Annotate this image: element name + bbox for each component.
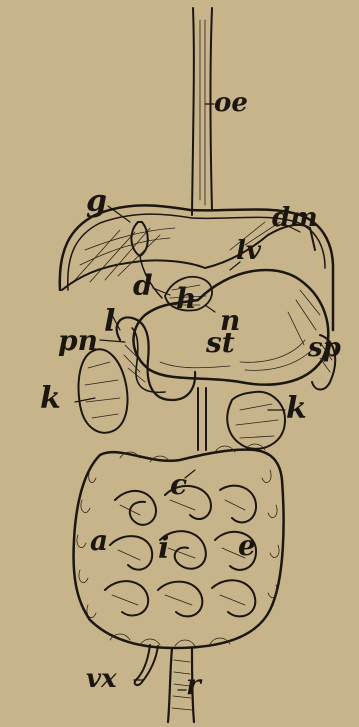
label-i: i	[158, 531, 169, 566]
label-dm: dm	[272, 203, 318, 233]
label-pn: pn	[58, 324, 98, 357]
label-k-left: k	[40, 381, 61, 416]
label-h: h	[176, 282, 196, 315]
labels: oe g dm lv d h n l pn st sp k k c a i e …	[40, 88, 341, 701]
label-g: g	[86, 184, 107, 219]
label-k-right: k	[286, 391, 307, 426]
central-vessel	[198, 388, 206, 450]
appendix	[135, 645, 158, 685]
label-st: st	[205, 326, 235, 359]
label-r: r	[186, 668, 203, 701]
label-l: l	[104, 304, 115, 339]
label-vx: vx	[86, 664, 117, 694]
label-oe: oe	[214, 88, 248, 118]
leader-lines	[75, 104, 300, 690]
label-lv: lv	[236, 236, 262, 266]
label-e: e	[238, 529, 256, 562]
duodenum-and-pancreas	[117, 317, 195, 400]
label-d: d	[133, 269, 153, 302]
small-intestine	[105, 486, 256, 617]
kidney-right	[227, 392, 285, 449]
oesophagus	[192, 8, 212, 215]
kidney-left	[79, 349, 128, 432]
label-a: a	[90, 524, 108, 557]
label-c: c	[170, 468, 187, 501]
label-sp: sp	[307, 333, 341, 363]
